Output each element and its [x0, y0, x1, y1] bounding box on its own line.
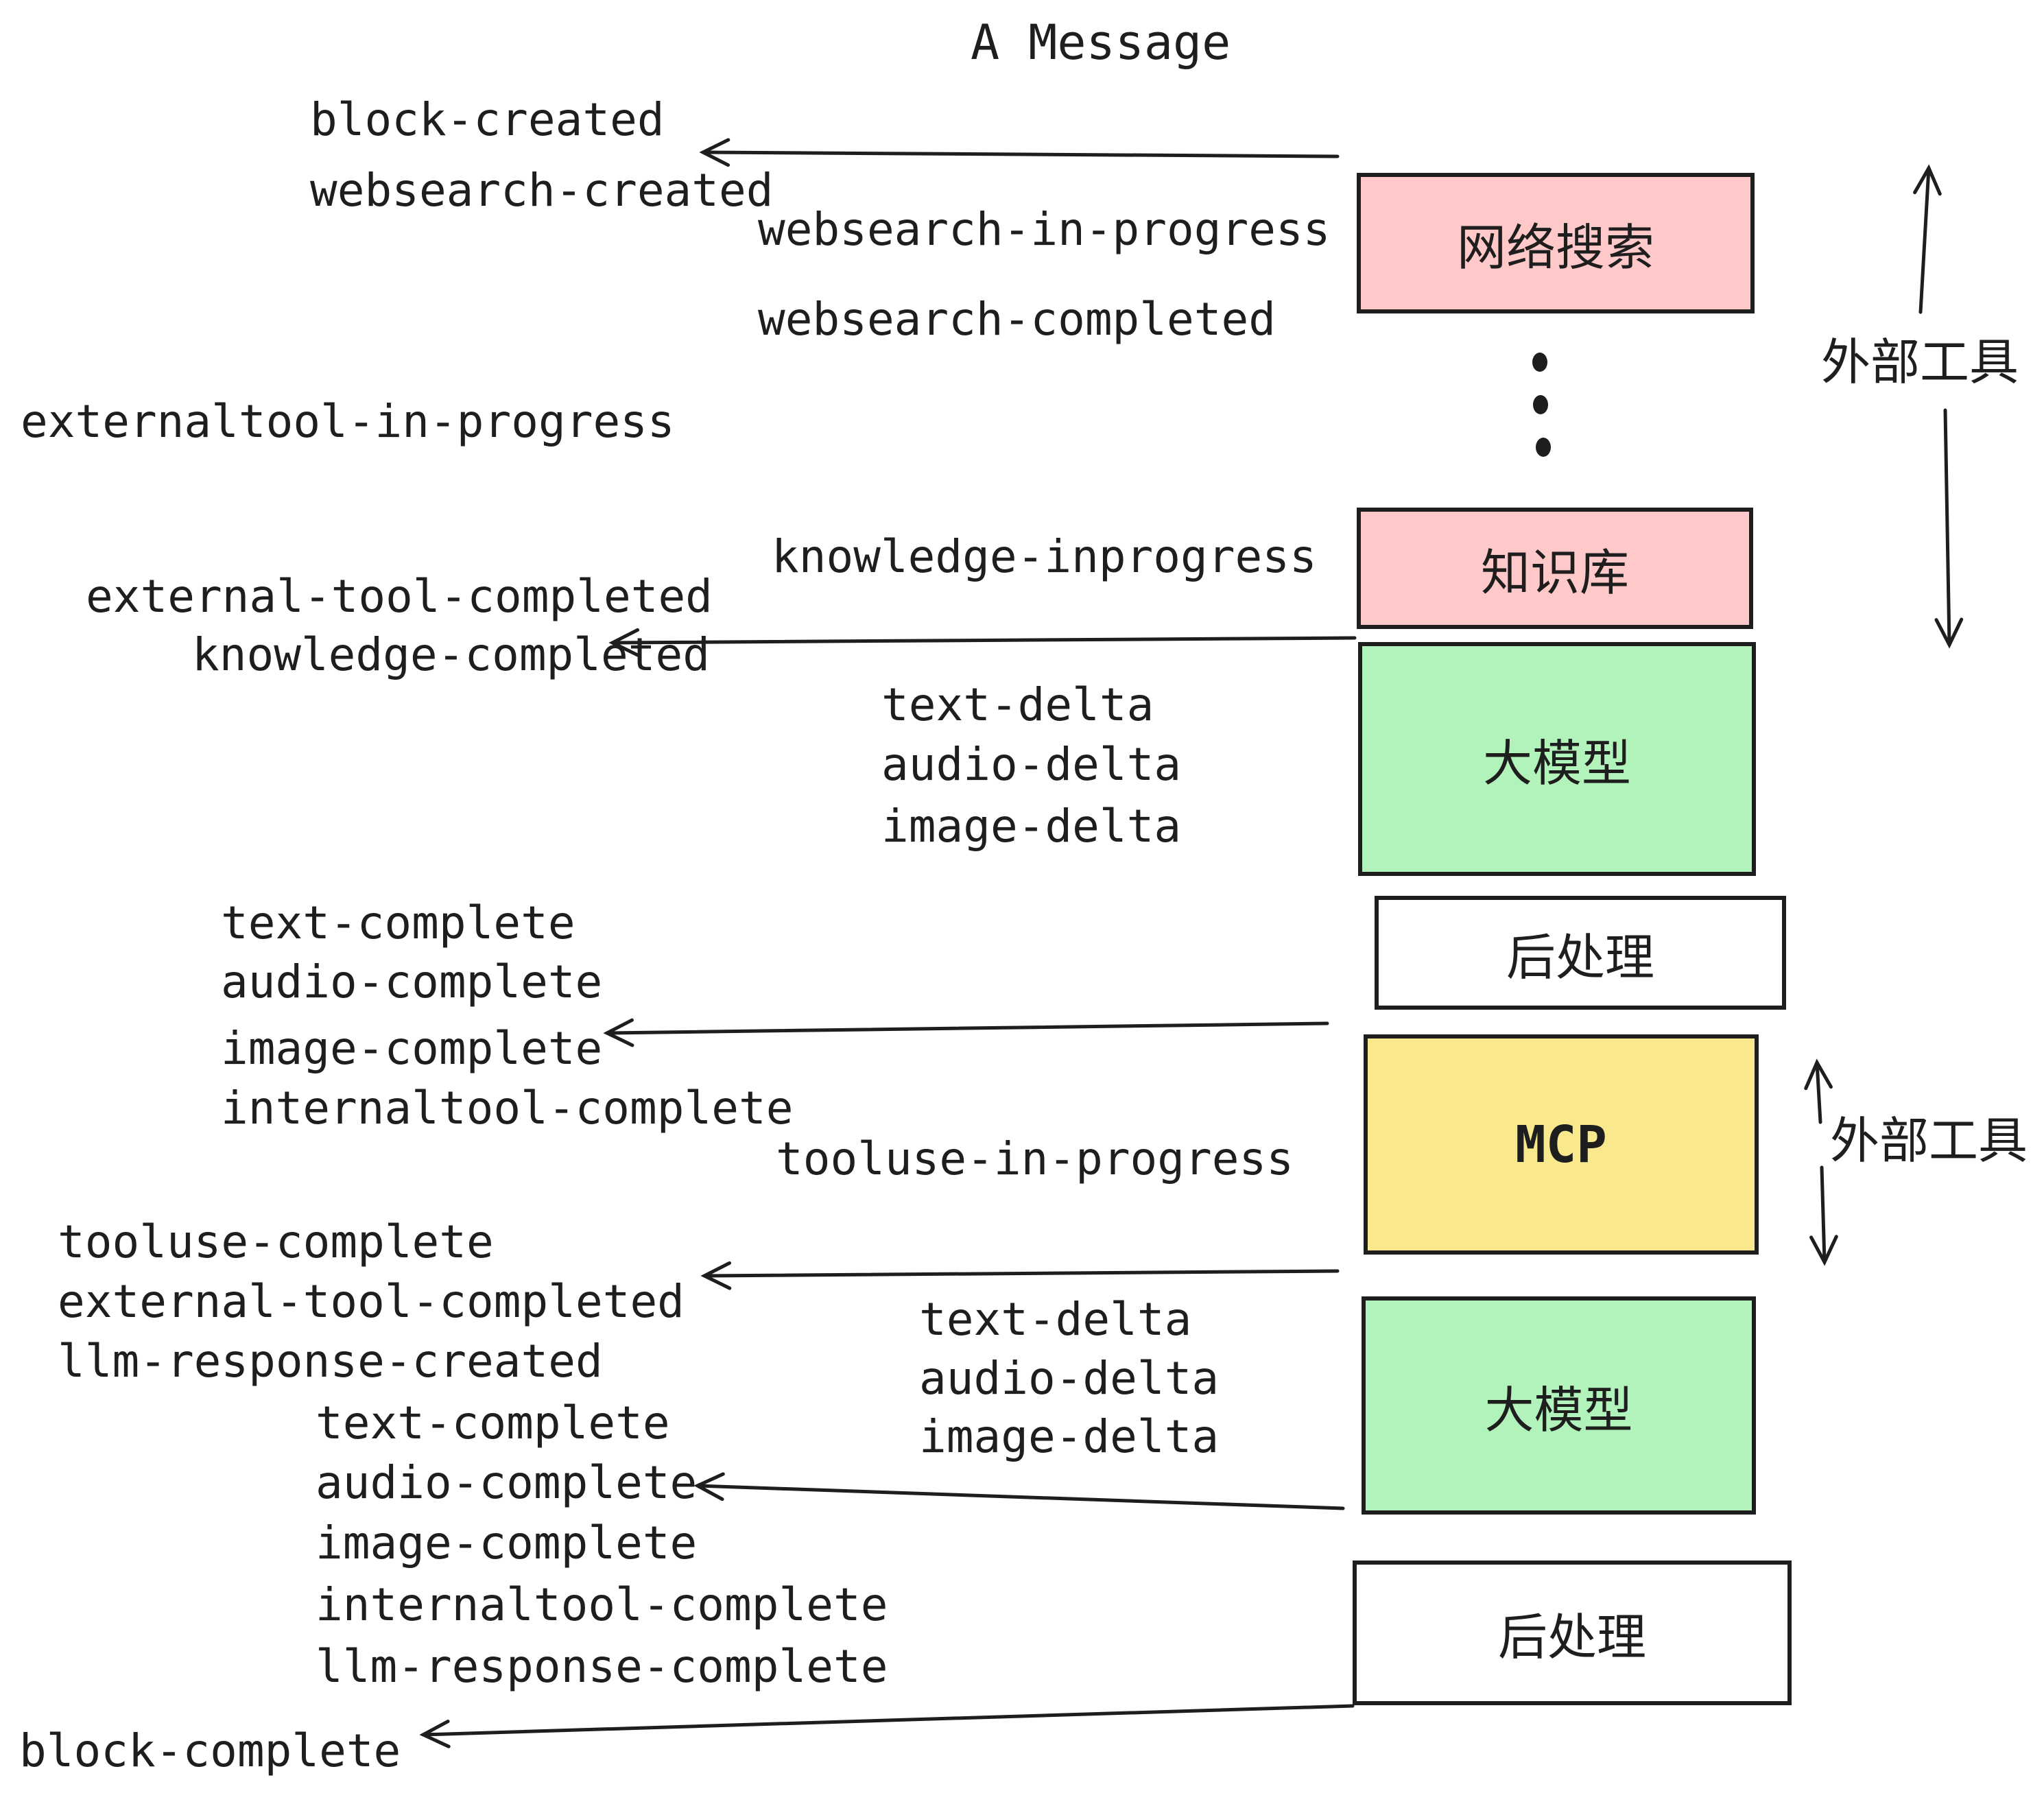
event-websearch-in-progress: websearch-in-progress [758, 203, 1331, 256]
box-mcp: MCP [1364, 1034, 1759, 1255]
box-knowledge: 知识库 [1357, 508, 1753, 629]
event-image-delta-1: image-delta [881, 800, 1182, 853]
ellipsis-dots-icon [1532, 353, 1551, 457]
box-post-bottom: 后处理 [1353, 1560, 1792, 1705]
event-image-complete-2: image-complete [316, 1517, 698, 1569]
arrow-llm-to-audio-complete [693, 1472, 1345, 1510]
arrow-post-to-image-complete [603, 1018, 1329, 1047]
box-llm-top-label: 大模型 [1482, 737, 1631, 792]
event-knowledge-inprogress: knowledge-inprogress [772, 530, 1317, 583]
box-websearch: 网络搜索 [1357, 173, 1755, 313]
event-external-tool-completed-2: external-tool-completed [58, 1275, 685, 1328]
event-block-created: block-created [310, 93, 665, 146]
event-audio-delta-1: audio-delta [881, 738, 1182, 791]
arrow-external-tools-top-up [1913, 164, 1942, 314]
event-knowledge-completed: knowledge-completed [192, 628, 710, 681]
event-text-delta-2: text-delta [919, 1293, 1192, 1346]
arrow-mcp-to-tool-completed [700, 1261, 1340, 1290]
event-block-complete: block-complete [19, 1724, 401, 1777]
event-text-delta-1: text-delta [881, 678, 1154, 731]
box-post-top-label: 后处理 [1506, 930, 1654, 986]
event-audio-complete-1: audio-complete [221, 956, 603, 1008]
label-external-tools-top: 外部工具 [1821, 335, 2019, 390]
box-llm-bottom-label: 大模型 [1484, 1383, 1633, 1438]
box-mcp-label: MCP [1515, 1115, 1607, 1174]
event-externaltool-in-progress: externaltool-in-progress [21, 395, 675, 448]
event-external-tool-completed-1: external-tool-completed [86, 570, 713, 623]
box-llm-top: 大模型 [1358, 642, 1756, 876]
arrow-websearch-to-created [699, 138, 1340, 167]
arrow-post-to-block-complete [419, 1704, 1355, 1748]
event-audio-delta-2: audio-delta [919, 1352, 1220, 1405]
box-llm-bottom: 大模型 [1362, 1296, 1756, 1515]
label-external-tools-mid: 外部工具 [1830, 1114, 2028, 1169]
event-llm-response-complete: llm-response-complete [316, 1640, 888, 1693]
arrow-knowledge-to-completed [608, 628, 1357, 657]
page-title: A Message [971, 14, 1231, 71]
arrow-external-tools-top-down [1934, 408, 1964, 649]
arrow-external-tools-mid-down [1809, 1165, 1838, 1266]
event-text-complete-2: text-complete [316, 1397, 670, 1449]
event-websearch-created: websearch-created [310, 164, 774, 217]
event-internaltool-complete-2: internaltool-complete [316, 1578, 888, 1631]
box-knowledge-label: 知识库 [1480, 546, 1629, 601]
event-image-complete-1: image-complete [221, 1022, 603, 1075]
event-websearch-completed: websearch-completed [758, 293, 1276, 346]
box-post-bottom-label: 后处理 [1497, 1611, 1646, 1665]
event-llm-response-created: llm-response-created [58, 1335, 603, 1388]
box-websearch-label: 网络搜索 [1456, 221, 1654, 276]
box-post-top: 后处理 [1375, 896, 1786, 1010]
event-tooluse-complete: tooluse-complete [58, 1215, 494, 1268]
arrow-external-tools-mid-up [1804, 1058, 1833, 1124]
event-image-delta-2: image-delta [919, 1410, 1220, 1463]
event-internaltool-complete-1: internaltool-complete [221, 1082, 794, 1135]
event-tooluse-in-progress: tooluse-in-progress [776, 1132, 1294, 1185]
event-audio-complete-2: audio-complete [316, 1456, 698, 1509]
event-text-complete-1: text-complete [221, 897, 575, 949]
